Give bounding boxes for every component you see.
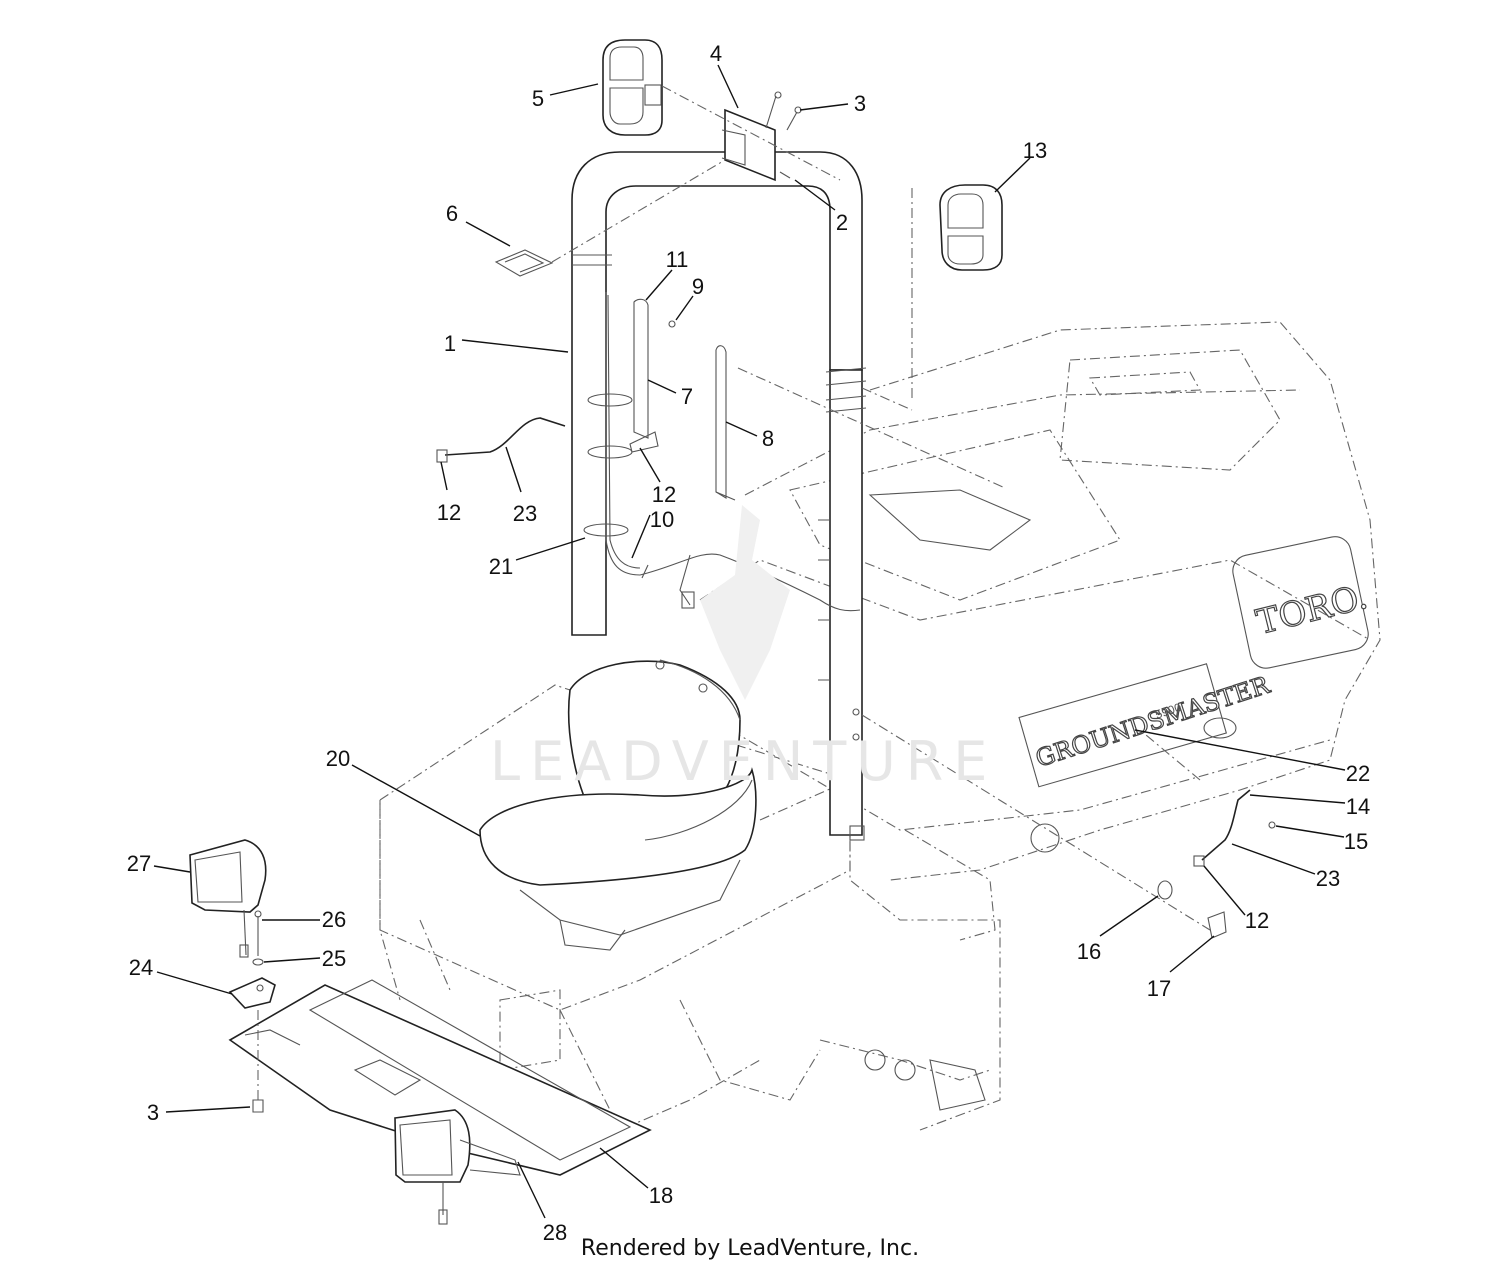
- watermark-text: LEADVENTURE: [490, 730, 997, 793]
- hood-model-text: GROUNDSMASTER: [1032, 671, 1273, 773]
- callout-24: 24: [129, 955, 153, 980]
- mirror-left: [602, 39, 663, 136]
- mirror-right: [939, 184, 1003, 271]
- callout-23: 23: [513, 501, 537, 526]
- callout-7: 7: [681, 384, 693, 409]
- callout-2: 2: [836, 210, 848, 235]
- footer-credit: Rendered by LeadVenture, Inc.: [580, 1236, 920, 1261]
- bracket-24: [228, 977, 276, 1009]
- callout-25: 25: [322, 946, 346, 971]
- strap-6: [494, 249, 554, 277]
- nut-3-lower: [252, 1099, 264, 1113]
- washer-25: [252, 958, 264, 966]
- mirror-bracket: [721, 91, 802, 182]
- hose-right: [1193, 789, 1276, 867]
- callout-16: 16: [1077, 939, 1101, 964]
- callout-4: 4: [710, 41, 722, 66]
- callout-6: 6: [446, 201, 458, 226]
- callout-15: 15: [1344, 829, 1368, 854]
- hose-left: [436, 417, 566, 463]
- rops-bar: [571, 151, 867, 841]
- callout-12: 12: [437, 500, 461, 525]
- callout-18: 18: [649, 1183, 673, 1208]
- bracket-7: [629, 298, 659, 453]
- callout-26: 26: [322, 907, 346, 932]
- callout-21: 21: [489, 554, 513, 579]
- foot-deck: [228, 979, 652, 1176]
- wire-harness: [605, 292, 861, 612]
- leader-lines: [153, 64, 1346, 1219]
- callout-11: 11: [666, 247, 689, 272]
- callout-13: 13: [1023, 138, 1047, 163]
- callout-3: 3: [147, 1100, 159, 1125]
- engine-hood: TORO. GROUNDSMASTER 5900: [679, 321, 1381, 941]
- watermark: LEADVENTURE: [490, 505, 997, 793]
- callout-8: 8: [762, 426, 774, 451]
- callout-20: 20: [326, 746, 350, 771]
- bolt-17: [1207, 911, 1227, 939]
- callout-27: 27: [127, 851, 151, 876]
- callout-12: 12: [1245, 908, 1269, 933]
- callout-10: 10: [650, 507, 674, 532]
- bracket-8: [715, 345, 736, 501]
- callout-5: 5: [532, 86, 544, 111]
- callout-9: 9: [692, 274, 704, 299]
- work-light-28: [394, 1109, 521, 1225]
- bolt-26: [254, 910, 262, 956]
- callout-12: 12: [652, 482, 676, 507]
- callout-17: 17: [1147, 976, 1171, 1001]
- callout-22: 22: [1346, 761, 1370, 786]
- callout-3: 3: [854, 91, 866, 116]
- mower-frame: [379, 684, 1001, 1131]
- clamps-21: [583, 393, 633, 537]
- callout-14: 14: [1346, 794, 1370, 819]
- callout-23: 23: [1316, 866, 1340, 891]
- projection-lines: [257, 85, 1211, 1100]
- seat: [479, 659, 757, 951]
- hood-brand-text: TORO.: [1252, 577, 1371, 643]
- work-light-27: [189, 839, 267, 958]
- callout-1: 1: [444, 331, 456, 356]
- washer-16: [1157, 880, 1173, 900]
- callout-28: 28: [543, 1220, 567, 1245]
- clip-9: [668, 320, 676, 328]
